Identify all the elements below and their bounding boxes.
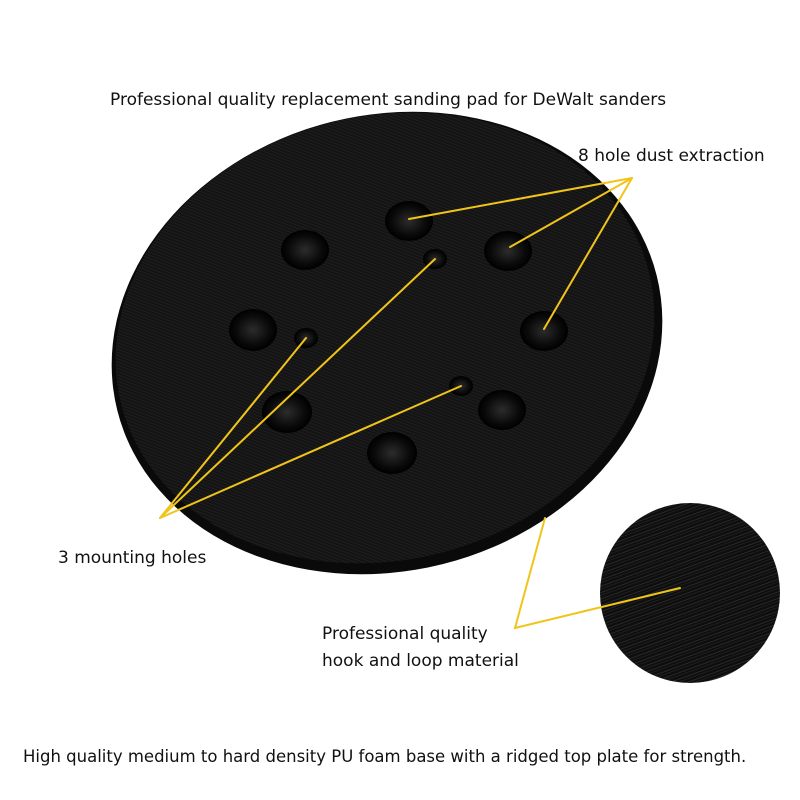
dust-hole	[484, 231, 532, 271]
dust-hole	[281, 230, 329, 270]
leader-lines	[159, 177, 681, 630]
dust-extraction-label: 8 hole dust extraction	[578, 146, 765, 166]
dust-hole	[229, 309, 277, 351]
dust-hole	[262, 391, 312, 433]
hook-loop-detail	[600, 503, 780, 683]
leader-line-mount	[159, 385, 462, 519]
dust-hole	[367, 432, 417, 474]
dust-hole	[478, 390, 526, 430]
leader-line-dust	[543, 177, 633, 330]
hook-loop-label-line1: Professional quality	[322, 624, 488, 644]
leader-line-dust	[408, 177, 633, 220]
dust-hole	[520, 311, 568, 351]
hook-loop-label-line2: hook and loop material	[322, 651, 519, 671]
leader-line-hook	[513, 517, 681, 630]
mounting-holes-label: 3 mounting holes	[58, 548, 207, 568]
leader-line-mount	[159, 337, 307, 519]
sanding-pad	[115, 112, 655, 564]
leader-line-dust	[509, 177, 633, 248]
leader-line-mount	[159, 258, 436, 519]
page-title: Professional quality replacement sanding…	[110, 90, 667, 110]
dust-holes	[229, 201, 568, 474]
footer-description: High quality medium to hard density PU f…	[23, 747, 747, 766]
dust-hole	[385, 201, 433, 241]
